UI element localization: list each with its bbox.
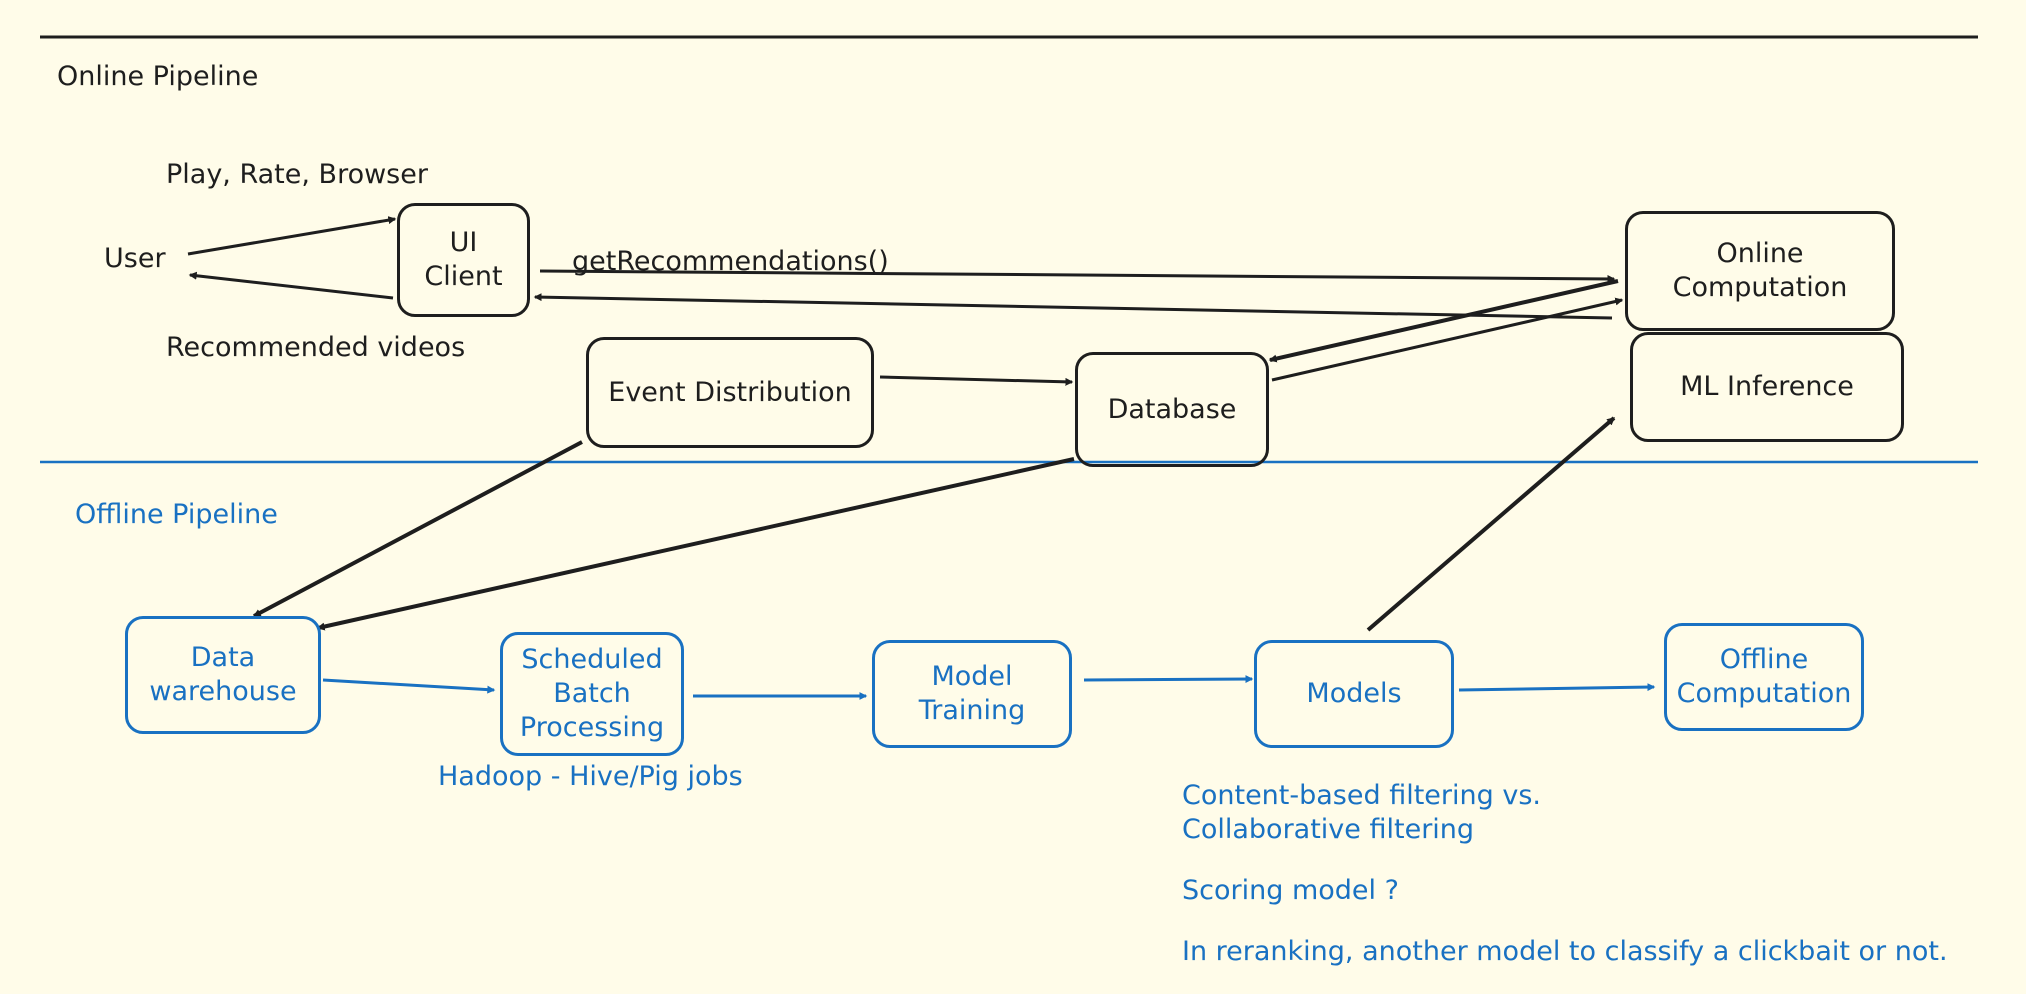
ui-client-node[interactable]: UI Client	[397, 203, 530, 317]
filtering-note: Content-based filtering vs. Collaborativ…	[1182, 780, 1541, 845]
arrow-online-computation-to-ui-client	[533, 293, 1613, 320]
arrow-database-to-data-warehouse	[316, 457, 1075, 631]
arrow-data-warehouse-to-batch-processing	[322, 678, 496, 694]
event-distribution-node[interactable]: Event Distribution	[586, 337, 874, 448]
offline-pipeline-title: Offline Pipeline	[75, 499, 278, 530]
online-pipeline-title: Online Pipeline	[57, 61, 259, 92]
batch-processing-node[interactable]: Scheduled Batch Processing	[500, 632, 684, 756]
offline-computation-node[interactable]: Offline Computation	[1664, 623, 1864, 731]
hadoop-jobs-note: Hadoop - Hive/Pig jobs	[438, 761, 743, 792]
database-node[interactable]: Database	[1075, 352, 1269, 467]
reranking-note: In reranking, another model to classify …	[1182, 936, 1948, 967]
arrow-ui-client-to-online-computation	[539, 269, 1616, 283]
model-training-node[interactable]: Model Training	[872, 640, 1072, 748]
ml-inference-node[interactable]: ML Inference	[1630, 332, 1904, 442]
arrow-online-computation-to-database	[1268, 279, 1619, 363]
online-computation-node[interactable]: Online Computation	[1625, 211, 1895, 331]
play-rate-browser-label: Play, Rate, Browser	[166, 159, 428, 190]
arrow-event-distribution-to-database	[879, 375, 1074, 386]
arrow-model-training-to-models	[1083, 675, 1254, 684]
scoring-model-note: Scoring model ?	[1182, 875, 1399, 906]
get-recommendations-label: getRecommendations()	[572, 246, 889, 277]
models-node[interactable]: Models	[1254, 640, 1454, 748]
user-label: User	[104, 243, 166, 274]
recommended-videos-label: Recommended videos	[166, 332, 466, 363]
arrow-models-to-offline-computation	[1458, 683, 1656, 692]
arrow-user-to-ui-client	[187, 216, 397, 256]
data-warehouse-node[interactable]: Data warehouse	[125, 616, 321, 734]
arrow-event-distribution-to-data-warehouse	[252, 440, 583, 618]
arrow-ui-client-to-user	[188, 271, 394, 300]
arrow-database-to-online-computation	[1271, 297, 1624, 382]
arrow-models-to-ml-inference	[1366, 416, 1616, 632]
